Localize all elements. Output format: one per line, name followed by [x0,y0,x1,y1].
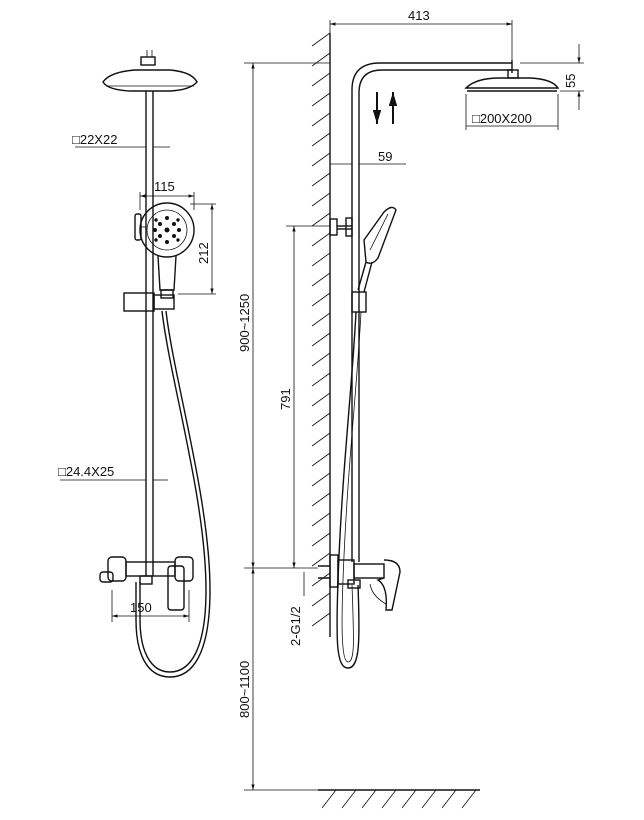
front-hose [135,310,211,678]
wall [311,32,331,637]
side-wall-bracket-upper [329,217,353,237]
side-mixer [318,554,401,611]
holder-offset: 59 [378,149,392,164]
dim-head-size: □200X200 [465,94,559,130]
front-hand-shower [134,202,195,299]
mixer-to-holder: 791 [278,388,293,410]
inlet-thread: 2-G1/2 [288,606,303,646]
head-size: □200X200 [472,111,532,126]
dim-hand-height: 212 [178,203,216,295]
total-height: 900~1250 [237,294,252,352]
hand-shower-height: 212 [196,242,211,264]
dim-floor-to-mixer: 800~1100 [237,568,318,791]
pipe-lower-size: □24.4X25 [58,464,114,479]
head-height: 55 [563,74,578,88]
floor [318,789,480,809]
arm-length: 413 [408,8,430,23]
spray-nozzles [153,216,181,244]
front-pipe [145,91,154,576]
side-hose [336,311,362,669]
dim-arm-length: 413 [329,8,513,60]
dim-mixer-width: 150 [111,590,190,622]
dim-pipe-upper: □22X22 [72,132,170,148]
front-holder [123,292,175,312]
dim-inlet: 2-G1/2 [288,572,305,646]
dim-pipe-lower: □24.4X25 [58,464,168,481]
wall-hatch [311,32,331,627]
front-mixer [99,556,194,611]
adjust-arrows [372,92,398,124]
side-hand-shower [351,206,397,313]
pipe-upper-size: □22X22 [72,132,117,147]
dim-total-height: 900~1250 [237,62,330,569]
floor-to-mixer: 800~1100 [237,661,252,718]
side-shower-head [464,69,560,92]
side-riser [351,60,513,562]
side-view: 413 55 □200X200 59 [237,8,584,809]
dim-holder-offset: 59 [330,149,406,165]
hand-shower-width: 115 [154,179,175,194]
front-view: □22X22 [58,50,216,678]
dim-head-height: 55 [520,44,584,110]
dim-mixer-to-holder: 791 [278,225,330,569]
front-shower-head [102,50,198,92]
mixer-width: 150 [130,600,152,615]
dim-hand-width: 115 [139,179,195,210]
